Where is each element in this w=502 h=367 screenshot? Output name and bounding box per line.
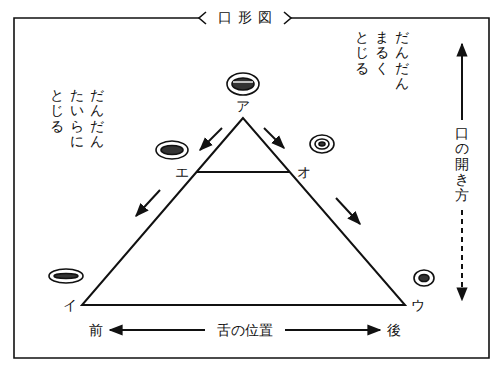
side-note: だんだん [395, 30, 409, 92]
side-note: とじる [50, 88, 64, 134]
vowel-triangle [82, 118, 405, 305]
vowel-label: オ [297, 164, 311, 181]
mouth-icons [49, 73, 434, 286]
axis-label: 前 [89, 322, 103, 339]
side-note: とじる [355, 30, 369, 76]
axis-label: 口の開き方 [455, 126, 469, 203]
side-note: まるく [375, 30, 389, 76]
frame [14, 12, 489, 358]
direction-arrows [110, 44, 462, 330]
side-note: たいらに [70, 88, 84, 150]
vowel-label: ア [236, 98, 250, 115]
axis-label: 後 [387, 322, 401, 339]
axis-label: 舌の位置 [217, 322, 273, 339]
vowel-label: エ [175, 164, 189, 181]
vowel-label: イ [63, 297, 77, 314]
side-note: だんだん [90, 88, 104, 150]
chart-title: 口形図 [210, 9, 280, 27]
vowel-label: ウ [411, 297, 425, 314]
